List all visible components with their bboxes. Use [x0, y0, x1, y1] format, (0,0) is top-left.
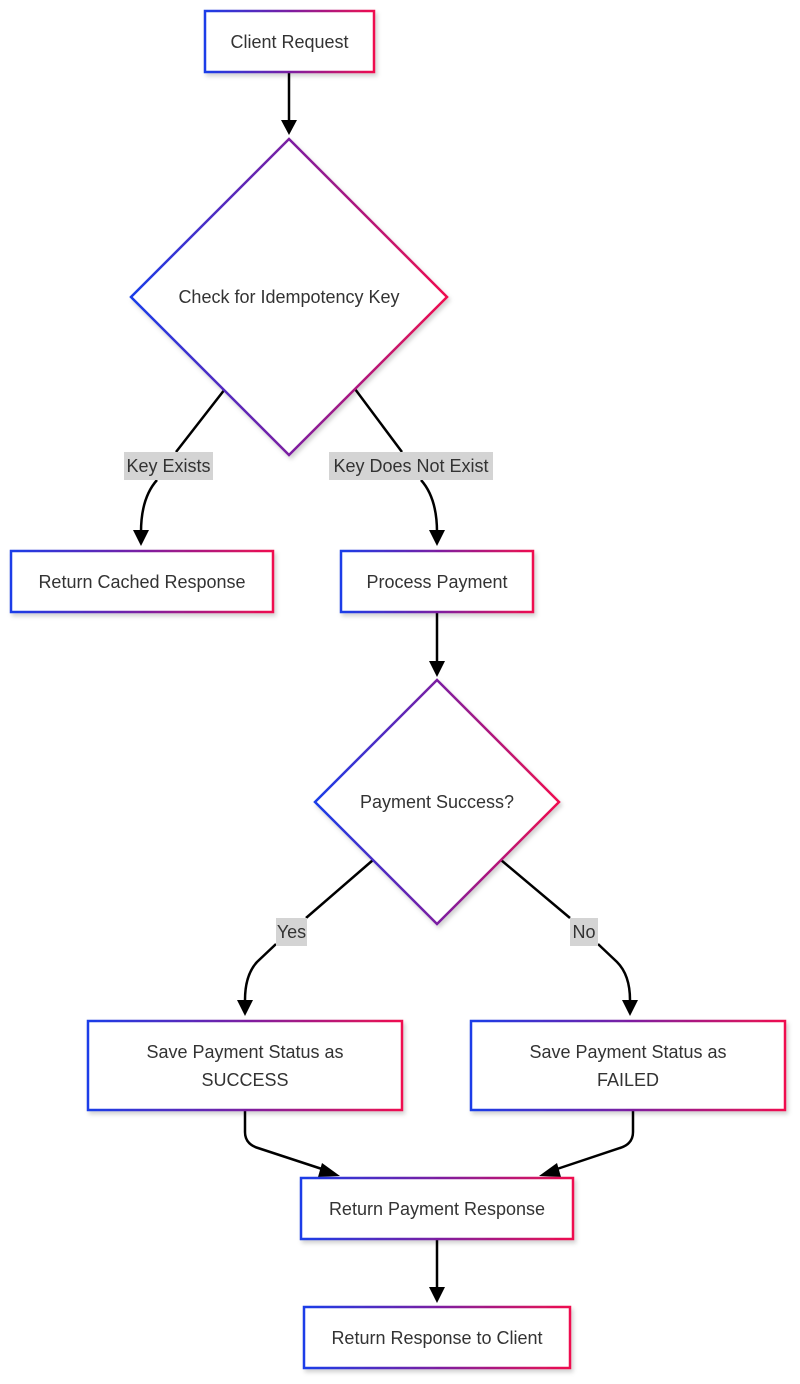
- node-process-payment-label: Process Payment: [366, 572, 507, 592]
- arrowhead-process-to-success: [429, 661, 445, 677]
- node-save-status-success-line2: SUCCESS: [201, 1070, 288, 1090]
- nodes: Client Request Check for Idempotency Key…: [9, 9, 787, 1370]
- node-payment-success: Payment Success?: [313, 678, 561, 926]
- node-return-response-to-client-label: Return Response to Client: [331, 1328, 542, 1348]
- node-save-status-success-line1: Save Payment Status as: [146, 1042, 343, 1062]
- node-save-status-failed-line2: FAILED: [597, 1070, 659, 1090]
- node-return-response-to-client: Return Response to Client: [302, 1305, 572, 1370]
- node-return-cached-response: Return Cached Response: [9, 549, 275, 614]
- edge-success-to-save-success: [243, 859, 374, 1001]
- node-client-request: Client Request: [203, 9, 376, 74]
- arrowhead-check-to-cached: [133, 530, 149, 546]
- edge-check-to-cached: [139, 388, 226, 533]
- node-return-cached-response-label: Return Cached Response: [38, 572, 245, 592]
- edge-label-no-text: No: [572, 922, 595, 942]
- edge-label-yes-text: Yes: [277, 922, 306, 942]
- edge-label-no: No: [570, 918, 598, 946]
- node-check-idempotency-key: Check for Idempotency Key: [129, 137, 449, 457]
- node-return-payment-response: Return Payment Response: [299, 1176, 575, 1241]
- edge-save-success-to-return: [243, 1110, 326, 1172]
- node-client-request-label: Client Request: [230, 32, 348, 52]
- arrowhead-check-to-process: [429, 530, 445, 546]
- arrowhead-return-to-client: [429, 1287, 445, 1303]
- arrowhead-success-to-save-success: [237, 1000, 253, 1016]
- edge-save-failed-to-return: [553, 1110, 635, 1172]
- arrowhead-save-success-to-return: [318, 1163, 340, 1177]
- edge-check-to-process: [353, 388, 439, 533]
- arrowhead-success-to-save-failed: [622, 1000, 638, 1016]
- edge-label-key-not-exist-text: Key Does Not Exist: [333, 456, 488, 476]
- edge-label-key-exists: Key Exists: [124, 452, 213, 480]
- edge-label-key-not-exist: Key Does Not Exist: [329, 452, 493, 480]
- arrowhead-save-failed-to-return: [539, 1163, 561, 1177]
- node-return-payment-response-label: Return Payment Response: [329, 1199, 545, 1219]
- edge-success-to-save-failed: [500, 859, 632, 1001]
- node-check-idempotency-key-label: Check for Idempotency Key: [178, 287, 399, 307]
- edge-label-yes: Yes: [276, 918, 307, 946]
- node-save-status-failed-line1: Save Payment Status as: [529, 1042, 726, 1062]
- node-process-payment: Process Payment: [339, 549, 535, 614]
- node-payment-success-label: Payment Success?: [360, 792, 514, 812]
- node-save-status-failed: Save Payment Status as FAILED: [469, 1019, 787, 1112]
- node-save-status-success: Save Payment Status as SUCCESS: [86, 1019, 404, 1112]
- arrowhead-client-to-check: [281, 120, 297, 135]
- edges: [133, 72, 638, 1303]
- edge-labels: Key Exists Key Does Not Exist Yes No: [124, 452, 598, 946]
- edge-label-key-exists-text: Key Exists: [126, 456, 210, 476]
